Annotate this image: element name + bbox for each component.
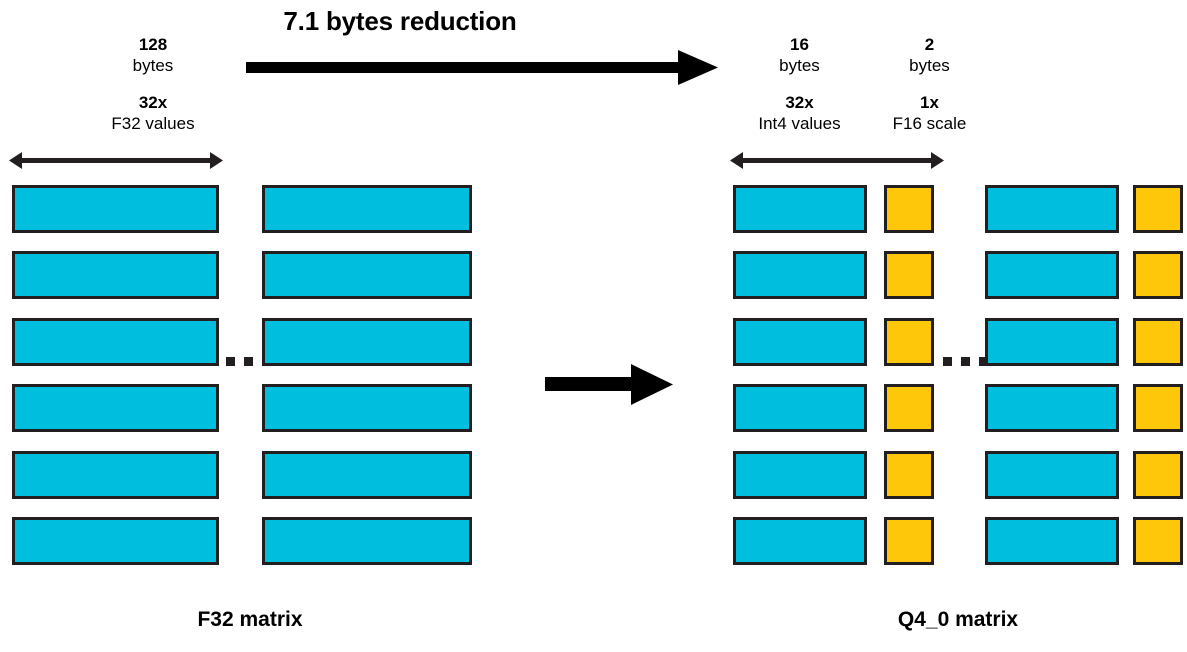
int4-values-block (733, 185, 867, 233)
f32-block (12, 251, 219, 299)
f16-scale-block (884, 384, 934, 432)
f32-block (262, 384, 472, 432)
right-matrix-caption: Q4_0 matrix (897, 608, 1019, 631)
diagram-title: 7.1 bytes reduction (283, 6, 517, 36)
left-block-span-arrow (8, 148, 224, 174)
int4-values-block (985, 185, 1119, 233)
f32-block (12, 185, 219, 233)
f32-block (262, 451, 472, 499)
f32-block (262, 517, 472, 565)
int4-values-block (733, 318, 867, 366)
int4-values-block (985, 384, 1119, 432)
left-size-label-group: 128 bytes (58, 34, 248, 76)
f16-scale-block (884, 517, 934, 565)
f32-block (262, 251, 472, 299)
f32-block (262, 185, 472, 233)
int4-values-block (733, 451, 867, 499)
int4-values-block (985, 517, 1119, 565)
right-values-size-label-group: 16 bytes (712, 34, 887, 76)
f16-scale-block (1133, 384, 1183, 432)
left-count-value: 32x (138, 93, 168, 112)
left-size-value: 128 (138, 35, 168, 54)
right-scale-size-unit: bytes (909, 56, 950, 75)
f32-block (12, 517, 219, 565)
right-scale-count-value: 1x (920, 93, 939, 112)
right-scale-count-unit: F16 scale (892, 114, 967, 133)
left-matrix-caption: F32 matrix (197, 608, 303, 631)
int4-values-block (733, 251, 867, 299)
f16-scale-block (1133, 517, 1183, 565)
int4-values-block (985, 318, 1119, 366)
f16-scale-block (884, 251, 934, 299)
f16-scale-block (1133, 451, 1183, 499)
left-size-unit: bytes (132, 56, 174, 75)
f16-scale-block (1133, 318, 1183, 366)
right-block-span-arrow (729, 148, 945, 174)
f32-block (12, 384, 219, 432)
quantization-arrow (545, 362, 675, 408)
f16-scale-block (1133, 185, 1183, 233)
right-values-size-unit: bytes (779, 56, 820, 75)
right-values-count-label-group: 32x Int4 values (712, 92, 887, 134)
right-scale-size-label-group: 2 bytes (862, 34, 997, 76)
int4-values-block (733, 384, 867, 432)
reduction-arrow (240, 46, 720, 90)
f32-block (12, 318, 219, 366)
int4-values-block (985, 251, 1119, 299)
right-scale-size-value: 2 (924, 35, 935, 54)
left-count-label-group: 32x F32 values (58, 92, 248, 134)
int4-values-block (733, 517, 867, 565)
f32-block (262, 318, 472, 366)
f16-scale-block (1133, 251, 1183, 299)
f32-block (12, 451, 219, 499)
right-matrix-ellipsis (943, 357, 988, 366)
int4-values-block (985, 451, 1119, 499)
f16-scale-block (884, 318, 934, 366)
right-values-count-unit: Int4 values (758, 114, 841, 133)
right-values-count-value: 32x (785, 93, 814, 112)
f16-scale-block (884, 185, 934, 233)
left-count-unit: F32 values (111, 114, 195, 133)
right-values-size-value: 16 (790, 35, 809, 54)
right-scale-count-label-group: 1x F16 scale (862, 92, 997, 134)
f16-scale-block (884, 451, 934, 499)
